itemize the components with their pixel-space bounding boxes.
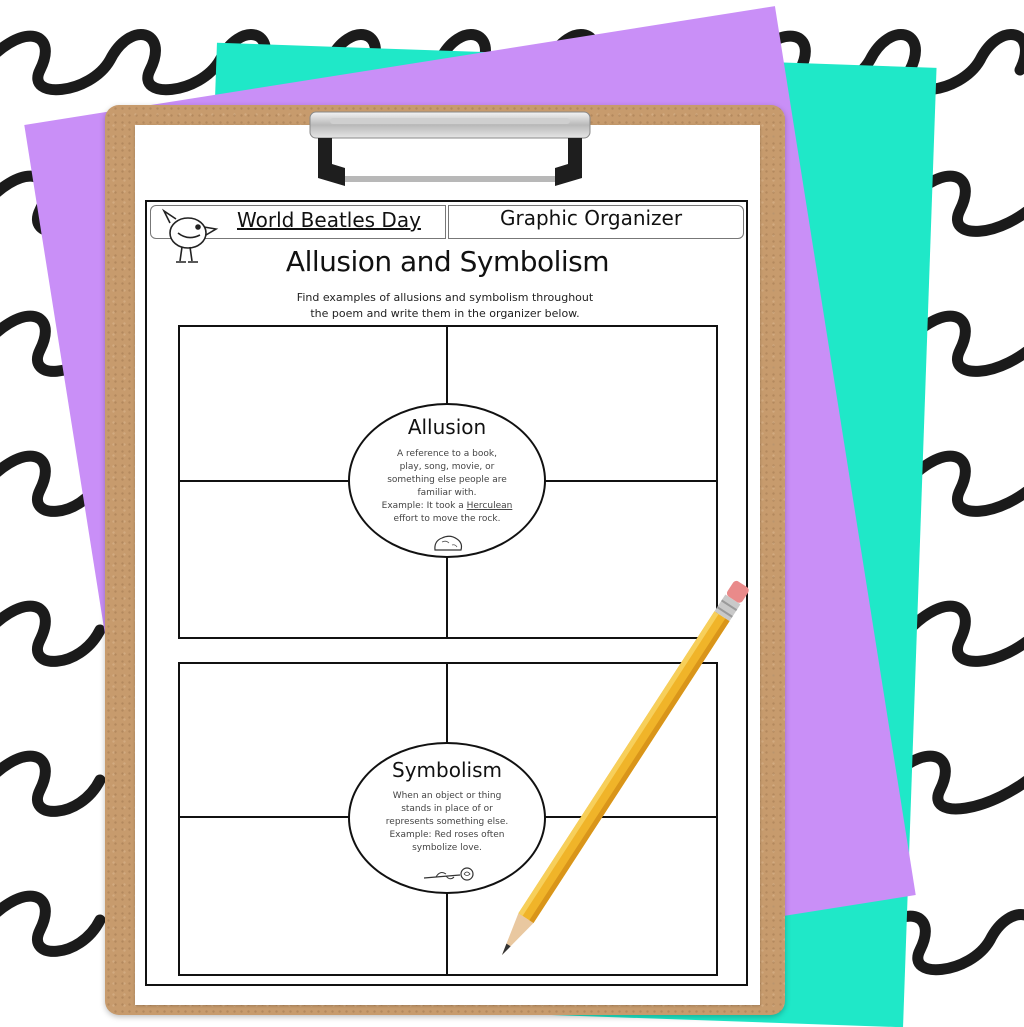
allusion-line-4: familiar with.: [417, 488, 477, 498]
allusion-definition: A reference to a book, play, song, movie…: [350, 448, 544, 526]
symbolism-line-4: Example: Red roses often: [389, 830, 505, 840]
instructions-line-2: the poem and write them in the organizer…: [310, 307, 580, 320]
allusion-example-prefix: Example: It took a: [381, 501, 467, 511]
instructions: Find examples of allusions and symbolism…: [260, 290, 630, 322]
symbolism-line-5: symbolize love.: [412, 843, 482, 853]
allusion-line-5: Example: It took a Herculean: [350, 500, 544, 513]
allusion-definition-oval: Allusion A reference to a book, play, so…: [348, 403, 546, 558]
symbolism-title: Symbolism: [392, 758, 502, 782]
allusion-organizer-box: [178, 325, 718, 639]
symbolism-line-1: When an object or thing: [392, 791, 502, 801]
clipboard-clip: [309, 111, 591, 186]
symbolism-definition: When an object or thing stands in place …: [350, 790, 544, 855]
allusion-line-2: play, song, movie, or: [399, 462, 495, 472]
allusion-title: Allusion: [407, 415, 487, 439]
rose-icon: [423, 867, 474, 881]
instructions-line-1: Find examples of allusions and symbolism…: [296, 291, 594, 304]
header-right-title: Graphic Organizer: [500, 206, 683, 230]
allusion-line-6: effort to move the rock.: [393, 514, 501, 524]
rock-icon: [434, 535, 463, 551]
allusion-example-emphasis: Herculean: [466, 501, 513, 511]
symbolism-line-3: represents something else.: [385, 817, 509, 827]
symbolism-definition-oval: Symbolism When an object or thing stands…: [348, 742, 546, 894]
page-title: Allusion and Symbolism: [285, 245, 610, 278]
symbolism-line-2: stands in place of or: [401, 804, 493, 814]
header-left-title: World Beatles Day: [237, 208, 421, 232]
allusion-line-3: something else people are: [387, 475, 507, 485]
bird-icon: [161, 208, 219, 263]
header-right-box: [448, 205, 744, 239]
allusion-line-1: A reference to a book,: [397, 449, 497, 459]
header-left-box: [150, 205, 446, 239]
